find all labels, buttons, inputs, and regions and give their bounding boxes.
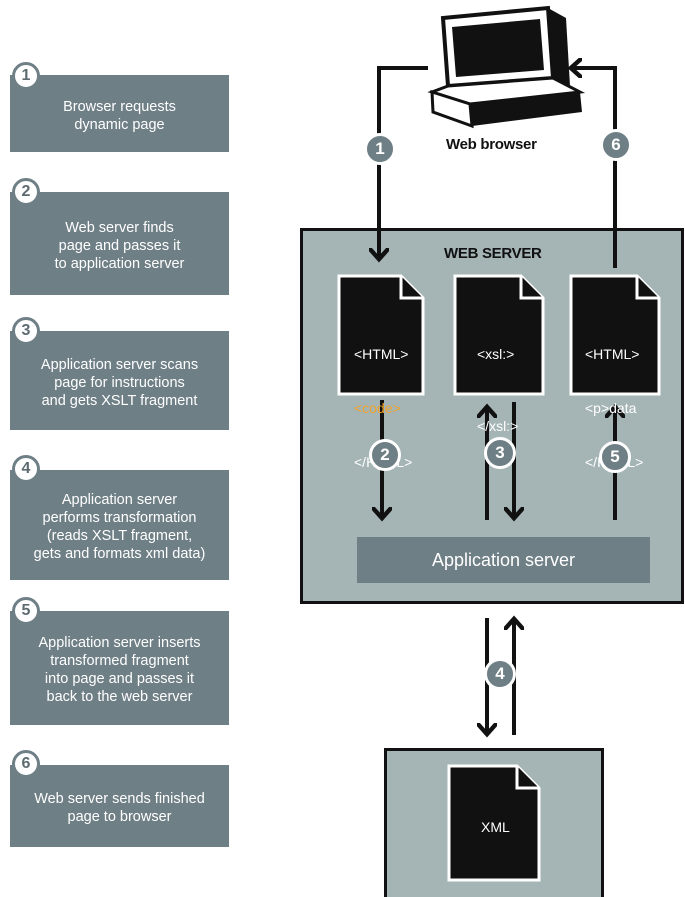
- arrow-1-request: [379, 66, 428, 258]
- doc1-line1: <HTML>: [354, 346, 409, 362]
- badge-3: 3: [484, 437, 516, 469]
- xml-label: XML: [481, 819, 510, 835]
- badge-2: 2: [369, 439, 401, 471]
- step-5-panel: Application server inserts transformed f…: [10, 611, 229, 725]
- step-3-number-badge: 3: [12, 317, 40, 345]
- step-1-panel: Browser requests dynamic page: [10, 75, 229, 152]
- computer-monitor-icon: [427, 5, 586, 129]
- badge-5: 5: [599, 441, 631, 473]
- step-4-panel: Application server performs transformati…: [10, 470, 229, 580]
- step-4-number-badge: 4: [12, 455, 40, 483]
- doc3-line2: <p>data: [585, 400, 637, 416]
- badge-1: 1: [364, 133, 396, 165]
- step-1-text: Browser requests dynamic page: [63, 98, 176, 133]
- web-server-title: WEB SERVER: [444, 245, 542, 262]
- badge-6: 6: [600, 129, 632, 161]
- step-3-text: Application server scans page for instru…: [40, 356, 199, 409]
- document-icon-html-code: [337, 274, 425, 396]
- doc2-line2: </xsl:>: [477, 418, 519, 434]
- step-5-text: Application server inserts transformed f…: [38, 635, 201, 705]
- step-6-panel: Web server sends finished page to browse…: [10, 765, 229, 847]
- step-2-text: Web server finds page and passes it to a…: [54, 219, 185, 272]
- step-5-number-badge: 5: [12, 597, 40, 625]
- badge-4: 4: [484, 658, 516, 690]
- step-2-panel: Web server finds page and passes it to a…: [10, 192, 229, 295]
- doc1-line2-code: <code>: [354, 400, 401, 416]
- document-icon-xml: [447, 764, 541, 882]
- document-icon-html-data: [569, 274, 661, 396]
- web-browser-label: Web browser: [446, 136, 537, 153]
- application-server-box: Application server: [357, 537, 650, 583]
- step-3-panel: Application server scans page for instru…: [10, 331, 229, 430]
- step-6-text: Web server sends finished page to browse…: [34, 791, 205, 825]
- step-2-number-badge: 2: [12, 178, 40, 206]
- step-6-number-badge: 6: [12, 750, 40, 778]
- doc3-line1: <HTML>: [585, 346, 640, 362]
- arrow-6-response: [572, 68, 617, 268]
- step-4-text: Application server performs transformati…: [33, 492, 206, 562]
- step-1-number-badge: 1: [12, 62, 40, 90]
- doc2-line1: <xsl:>: [477, 346, 515, 362]
- document-icon-xsl: [453, 274, 545, 396]
- doc2-text: <xsl:> </xsl:>: [477, 309, 518, 453]
